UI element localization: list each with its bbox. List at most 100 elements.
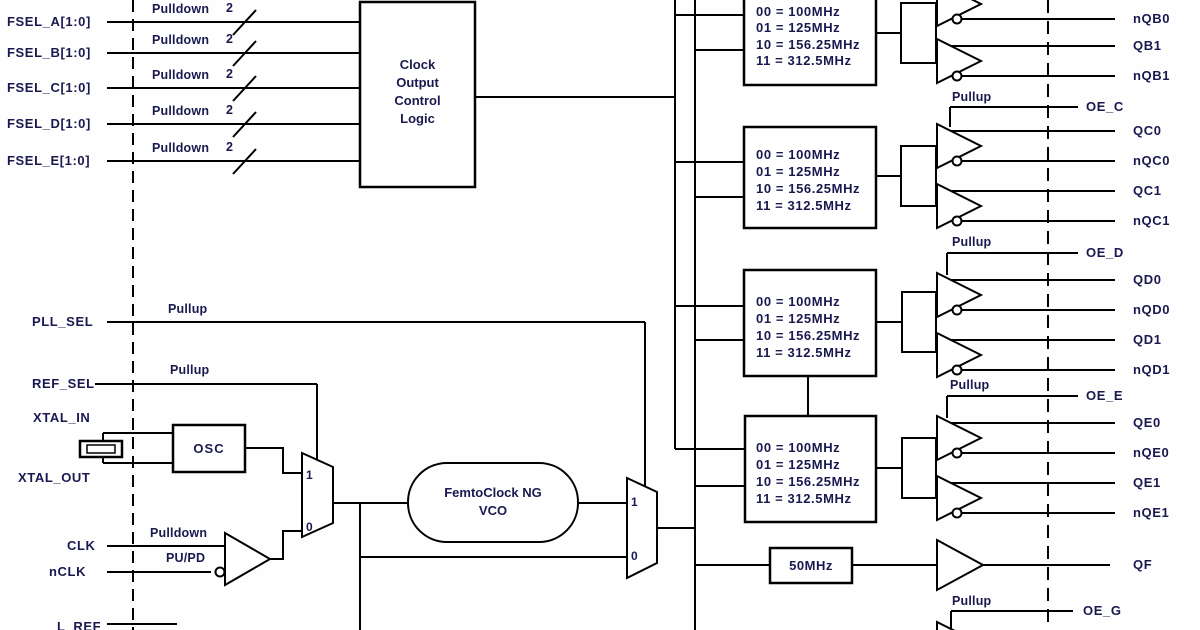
freq-qb-row1: 00 = 100MHz	[756, 4, 841, 19]
output-label-qe1: QE1	[1133, 475, 1161, 490]
pll-mux-input-1-label: 1	[631, 495, 638, 509]
output-buffer-qg-partial	[936, 620, 956, 630]
fanout-rect-qc	[900, 145, 937, 207]
control-logic-line1: Clock	[399, 57, 436, 72]
oe-label-oe-d: OE_D	[1086, 245, 1124, 260]
freq-qb-row3: 10 = 156.25MHz	[756, 37, 861, 52]
pull-annotation-fsel-b: Pulldown	[152, 33, 210, 47]
pin-label-nclk: nCLK	[49, 564, 87, 579]
pin-label-xtal-in: XTAL_IN	[33, 410, 91, 425]
vco-stadium	[407, 462, 579, 543]
output-label-nqb0: nQB0	[1133, 11, 1171, 26]
pin-label-pll-sel: PLL_SEL	[32, 314, 94, 329]
oe-label-oe-g: OE_G	[1083, 603, 1122, 618]
freq-qc-row3: 10 = 156.25MHz	[756, 181, 861, 196]
freq-qb-row2: 01 = 125MHz	[756, 20, 841, 35]
fanout-rect-qe	[901, 437, 937, 499]
vco-label: FemtoClock NG VCO	[408, 484, 578, 520]
pin-label-fsel-a: FSEL_A[1:0]	[7, 14, 91, 29]
bus-width-fsel-c: 2	[226, 67, 234, 81]
clk-buffer-output-wire	[270, 530, 302, 560]
pull-annotation-ref-sel: Pullup	[170, 363, 210, 377]
freq-box-qe	[743, 414, 878, 524]
freq-qc-row4: 11 = 312.5MHz	[756, 198, 852, 213]
output-label-nqc1: nQC1	[1133, 213, 1171, 228]
ref-mux-input-0-label: 0	[306, 520, 313, 534]
freq-qc-row1: 00 = 100MHz	[756, 147, 841, 162]
pull-annotation-fsel-c: Pulldown	[152, 68, 210, 82]
pullup-label-oe-d: Pullup	[952, 235, 992, 249]
output-label-nqd1: nQD1	[1133, 362, 1171, 377]
pin-label-fsel-d: FSEL_D[1:0]	[7, 116, 91, 131]
pin-label-fsel-e: FSEL_E[1:0]	[7, 153, 91, 168]
freq-qb-row4: 11 = 312.5MHz	[756, 53, 852, 68]
ref-mux	[301, 451, 334, 539]
output-label-nqe1: nQE1	[1133, 505, 1170, 520]
pin-label-fsel-b: FSEL_B[1:0]	[7, 45, 91, 60]
osc-output-wire	[245, 447, 302, 474]
osc-label: OSC	[193, 441, 225, 456]
pullup-label-oe-g: Pullup	[952, 594, 992, 608]
pullup-label-oe-c: Pullup	[952, 90, 992, 104]
freq-box-clock-stubs	[695, 49, 745, 487]
vco-line2: VCO	[478, 503, 508, 518]
freq-qc-row2: 01 = 125MHz	[756, 164, 841, 179]
control-logic-label: Clock Output Control Logic	[360, 56, 475, 128]
pll-bypass-mux	[626, 476, 658, 580]
output-label-qd0: QD0	[1133, 272, 1162, 287]
pull-annotation-fsel-e: Pulldown	[152, 141, 210, 155]
pull-annotation-clk: Pulldown	[150, 526, 208, 540]
vco-line1: FemtoClock NG	[444, 485, 542, 500]
oe-label-oe-e: OE_E	[1086, 388, 1124, 403]
fanout-rect-qd	[901, 291, 937, 353]
freq-box-qc	[742, 125, 878, 230]
inversion-bubbles	[951, 13, 963, 519]
refmux-output-wire	[333, 502, 408, 630]
divider-50mhz-label: 50MHz	[789, 558, 833, 573]
freq-qe-row2: 01 = 125MHz	[756, 457, 841, 472]
clk-input-lines	[107, 545, 225, 573]
freq-qe-row3: 10 = 156.25MHz	[756, 474, 861, 489]
bus-width-fsel-d: 2	[226, 103, 234, 117]
freq-box-qb	[742, 0, 878, 87]
bus-width-fsel-b: 2	[226, 32, 234, 46]
output-label-nqb1: nQB1	[1133, 68, 1171, 83]
control-logic-line4: Logic	[400, 111, 435, 126]
pull-annotation-nclk: PU/PD	[166, 551, 206, 565]
pll-mux-input-0-label: 0	[631, 549, 638, 563]
freq-qd-row2: 01 = 125MHz	[756, 311, 841, 326]
oe-label-oe-c: OE_C	[1086, 99, 1124, 114]
divider-50mhz-box	[768, 546, 854, 585]
pin-label-xtal-out: XTAL_OUT	[18, 470, 91, 485]
fanout-rect-qb	[900, 2, 937, 64]
pll-sel-wire	[107, 321, 646, 487]
output-label-qf: QF	[1133, 557, 1153, 572]
bus-width-fsel-a: 2	[226, 1, 234, 15]
pullup-label-oe-e: Pullup	[950, 378, 990, 392]
pull-annotation-fsel-d: Pulldown	[152, 104, 210, 118]
bus-width-slash-marks	[232, 9, 257, 175]
output-label-nqc0: nQC0	[1133, 153, 1171, 168]
clk-input-bubble	[214, 566, 226, 578]
pull-annotation-fsel-a: Pulldown	[152, 2, 210, 16]
output-label-qe0: QE0	[1133, 415, 1161, 430]
pin-label-clk: CLK	[67, 538, 96, 553]
pull-annotation-pll-sel: Pullup	[168, 302, 208, 316]
output-label-qc1: QC1	[1133, 183, 1162, 198]
bus-width-fsel-e: 2	[226, 140, 234, 154]
freq-qd-row4: 11 = 312.5MHz	[756, 345, 852, 360]
osc-box	[171, 423, 247, 474]
output-label-qb1: QB1	[1133, 38, 1162, 53]
pin-label-l-ref: L_REF	[57, 619, 102, 630]
control-logic-line3: Control	[394, 93, 441, 108]
control-logic-box	[358, 0, 477, 189]
crystal-body-inner	[86, 444, 116, 454]
clk-input-buffer	[224, 531, 272, 587]
fsel-input-lines	[107, 21, 360, 162]
freq-qd-row3: 10 = 156.25MHz	[756, 328, 861, 343]
output-label-qd1: QD1	[1133, 332, 1162, 347]
pin-label-fsel-c: FSEL_C[1:0]	[7, 80, 91, 95]
control-logic-line2: Output	[396, 75, 439, 90]
